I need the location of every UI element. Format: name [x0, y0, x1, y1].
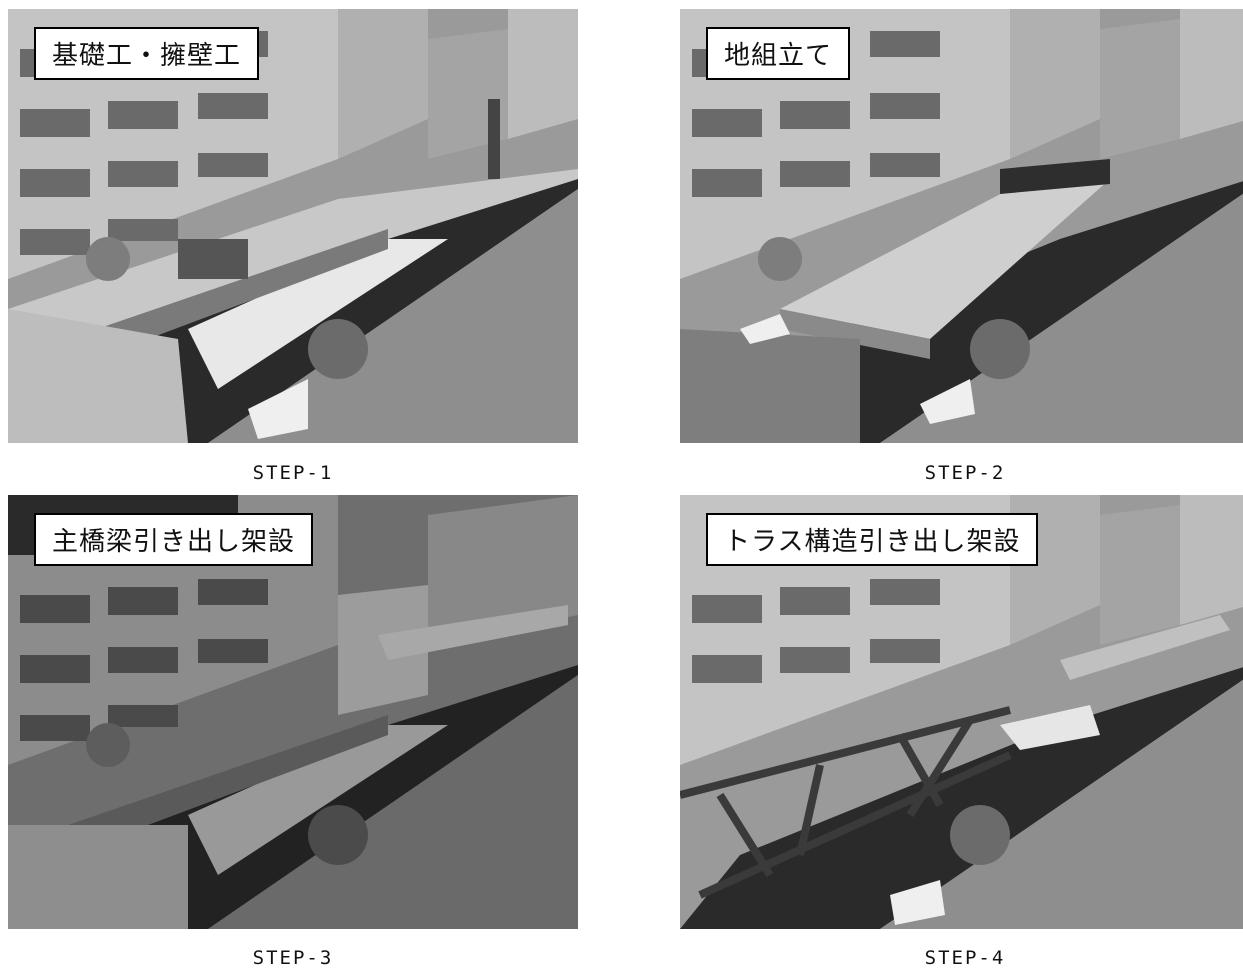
step-2-caption: STEP-2	[924, 462, 1006, 484]
step-4-caption: STEP-4	[924, 947, 1006, 969]
step-1-image: 基礎工・擁壁工	[8, 9, 578, 443]
step-3-title: 主橋梁引き出し架設	[34, 513, 314, 566]
step-1-scene	[8, 9, 578, 443]
step-2-title: 地組立て	[706, 27, 851, 80]
step-2-scene	[680, 9, 1243, 443]
step-4-image: トラス構造引き出し架設	[680, 495, 1243, 929]
step-3-scene	[8, 495, 578, 929]
step-2-image: 地組立て	[680, 9, 1243, 443]
step-3-caption: STEP-3	[252, 947, 334, 969]
step-1-title: 基礎工・擁壁工	[34, 27, 260, 80]
step-4-title: トラス構造引き出し架設	[706, 513, 1039, 566]
step-3-image: 主橋梁引き出し架設	[8, 495, 578, 929]
step-1-caption: STEP-1	[252, 462, 334, 484]
